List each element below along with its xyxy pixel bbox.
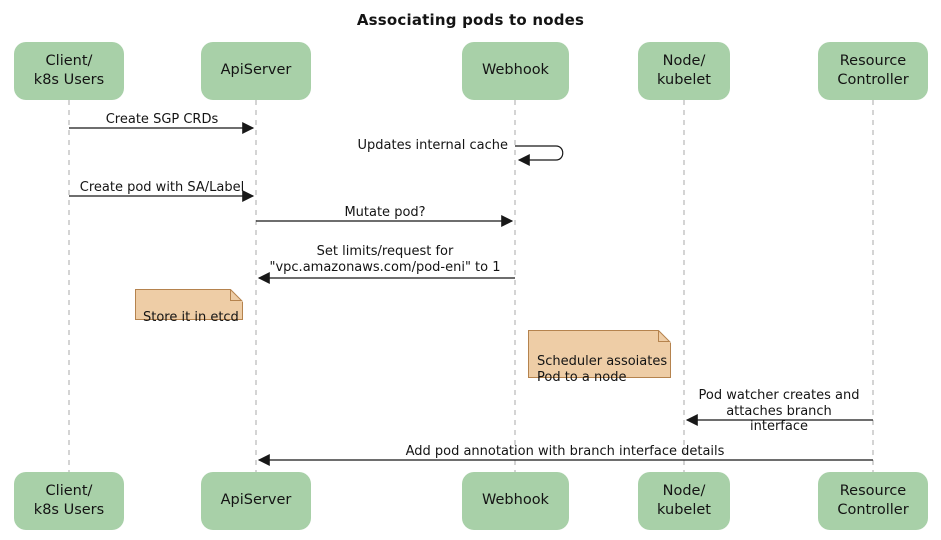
diagram-title: Associating pods to nodes <box>356 11 585 29</box>
message-label-mutate-pod: Mutate pod? <box>344 205 426 220</box>
participant-resource-controller-bottom: Resource Controller <box>818 472 928 530</box>
participant-webhook-bottom: Webhook <box>462 472 569 530</box>
participant-apiserver-bottom: ApiServer <box>201 472 311 530</box>
message-label-add-pod-annotation: Add pod annotation with branch interface… <box>405 444 725 459</box>
participant-node-top: Node/ kubelet <box>638 42 730 100</box>
message-label-updates-internal-cache: Updates internal cache <box>357 138 509 153</box>
note-fold-icon <box>658 330 671 343</box>
note-text: Scheduler assoiates Pod to a node <box>537 353 668 386</box>
participant-webhook-top: Webhook <box>462 42 569 100</box>
note-fold-icon <box>230 289 243 302</box>
arrow-updates-internal-cache-self <box>515 145 564 166</box>
message-label-create-sgp-crds: Create SGP CRDs <box>105 112 219 127</box>
message-label-pod-watcher-creates: Pod watcher creates and attaches branch … <box>698 388 860 434</box>
note-text: Store it in etcd <box>143 310 239 325</box>
participant-client-top: Client/ k8s Users <box>14 42 124 100</box>
note-scheduler-associates: Scheduler assoiates Pod to a node <box>528 330 671 385</box>
message-label-set-limits-request: Set limits/request for "vpc.amazonaws.co… <box>269 244 501 275</box>
note-store-it-in-etcd: Store it in etcd <box>135 289 243 325</box>
participant-apiserver-top: ApiServer <box>201 42 311 100</box>
participant-client-bottom: Client/ k8s Users <box>14 472 124 530</box>
participant-node-bottom: Node/ kubelet <box>638 472 730 530</box>
message-label-create-pod-with-sa-label: Create pod with SA/Label <box>79 180 245 195</box>
participant-resource-controller-top: Resource Controller <box>818 42 928 100</box>
